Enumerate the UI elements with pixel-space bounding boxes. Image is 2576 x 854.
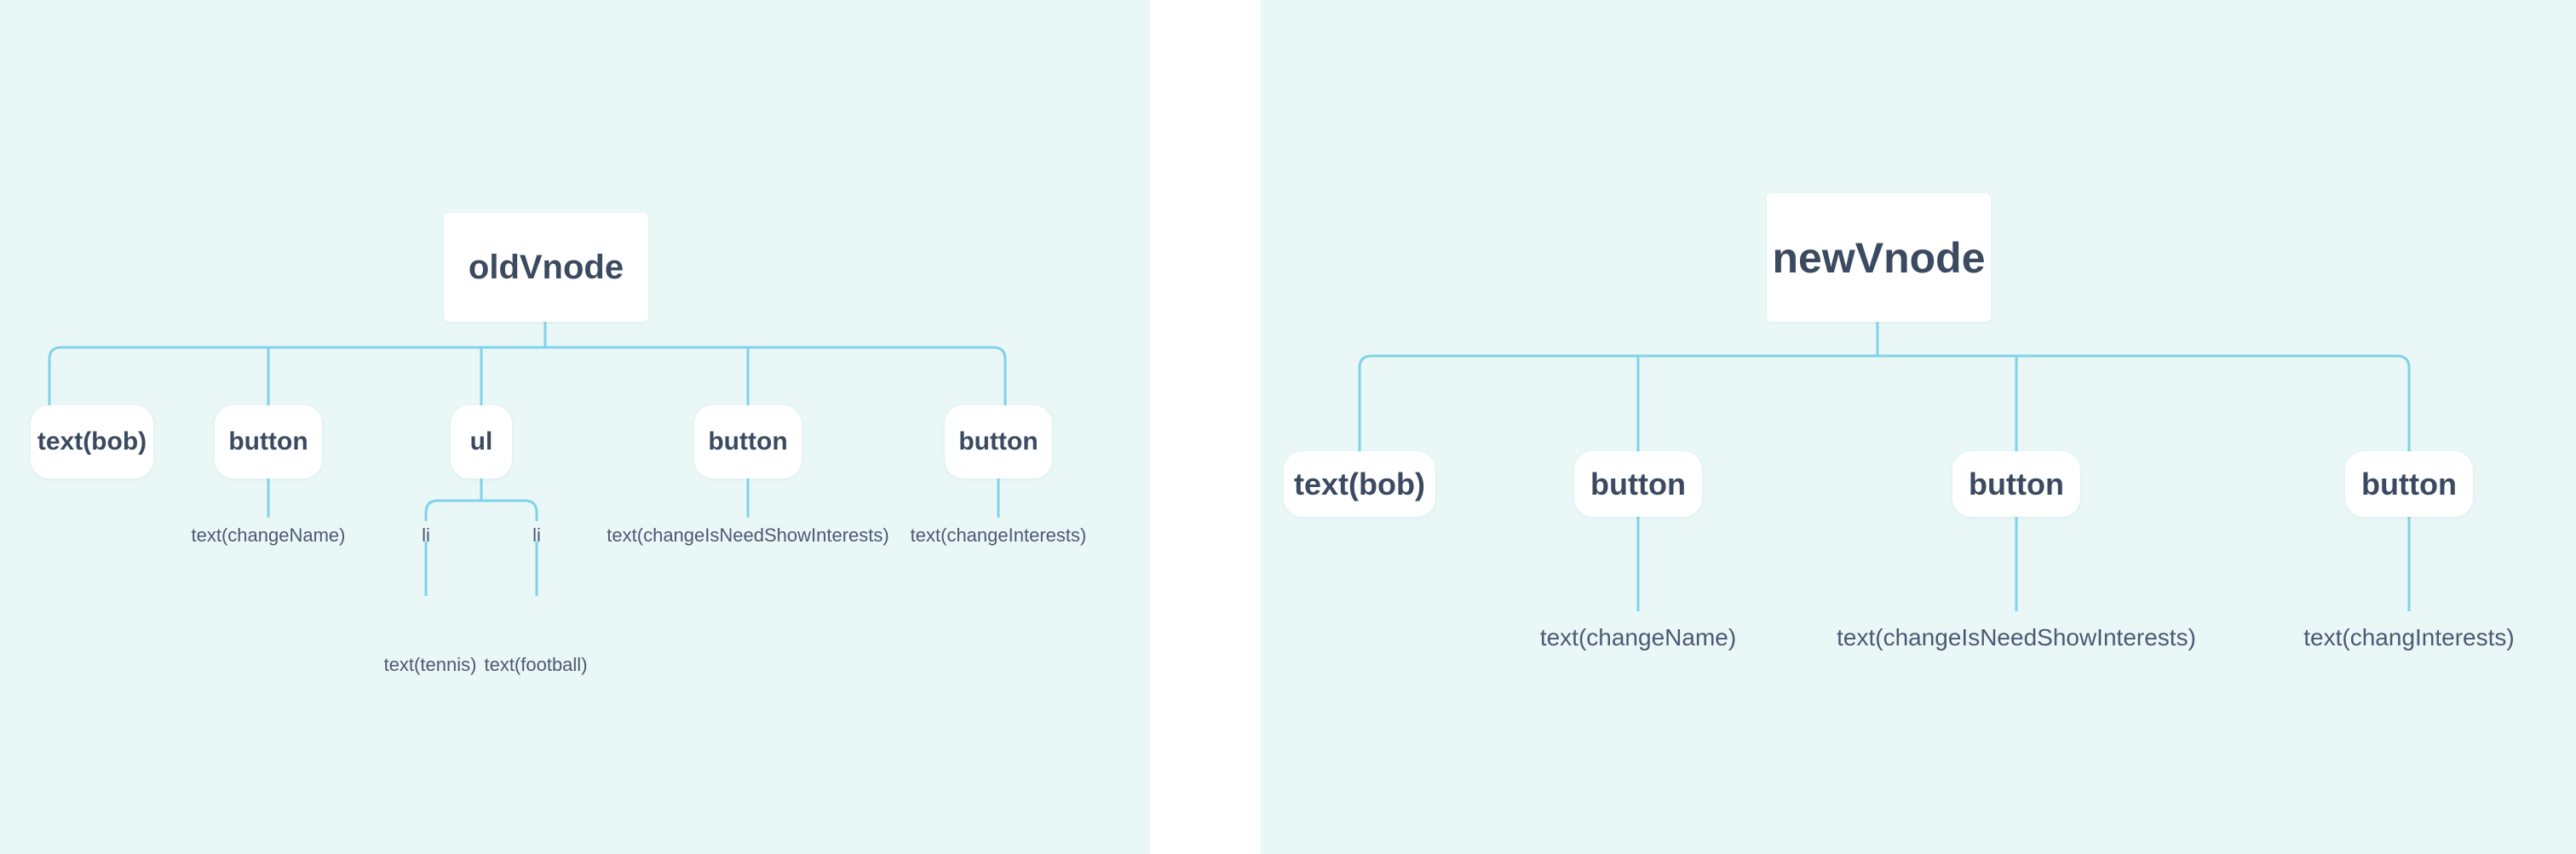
node-old-button-change-is-need-show-interests[interactable]: button (694, 405, 802, 479)
label-old-text-change-name: text(changeName) (192, 524, 346, 547)
label-new-text-change-name: text(changeName) (1540, 624, 1736, 651)
label-text: text(changeName) (1539, 624, 1737, 651)
node-label: oldVnode (468, 248, 624, 286)
node-old-ul[interactable]: ul (451, 405, 512, 479)
node-label: button (708, 427, 788, 456)
node-old-text-bob[interactable]: text(bob) (31, 405, 153, 479)
old-vnode-panel: oldVnode text(bob) button ul button butt… (0, 0, 1150, 854)
label-new-text-chang-interests: text(changInterests) (2303, 624, 2514, 651)
label-old-text-football: text(football) (484, 654, 587, 676)
label-old-li-left: li (422, 524, 430, 547)
label-text: text(tennis) (383, 654, 477, 675)
label-old-text-tennis: text(tennis) (384, 654, 477, 676)
node-label: newVnode (1772, 233, 1986, 282)
label-text: text(football) (484, 654, 588, 675)
node-label: text(bob) (37, 427, 147, 456)
label-old-text-change-interests: text(changeInterests) (911, 524, 1087, 547)
node-label: button (1969, 466, 2064, 502)
label-text: text(changeIsNeedShowInterests) (607, 524, 889, 546)
node-old-button-change-name[interactable]: button (215, 405, 322, 479)
node-label: text(bob) (1294, 466, 1425, 502)
node-old-vnode-root[interactable]: oldVnode (444, 213, 648, 322)
node-new-button-change-name[interactable]: button (1574, 451, 1702, 517)
label-old-li-right: li (532, 524, 541, 547)
new-vnode-edges (1358, 322, 2411, 611)
node-new-button-chang-interests[interactable]: button (2345, 451, 2473, 517)
node-new-vnode-root[interactable]: newVnode (1767, 193, 1991, 322)
node-label: ul (469, 427, 493, 456)
label-text: text(changeInterests) (910, 524, 1087, 546)
node-label: button (1590, 466, 1686, 502)
node-label: button (958, 427, 1038, 456)
label-text: text(changeIsNeedShowInterests) (1837, 624, 2196, 651)
node-label: button (2361, 466, 2457, 502)
node-old-button-change-interests[interactable]: button (945, 405, 1052, 479)
label-old-text-change-is-need-show-interests: text(changeIsNeedShowInterests) (607, 524, 888, 547)
node-new-text-bob[interactable]: text(bob) (1284, 451, 1435, 517)
new-vnode-panel: newVnode text(bob) button button button … (1261, 0, 2576, 854)
label-text: text(changeName) (191, 524, 346, 546)
label-text: text(changInterests) (2303, 624, 2515, 651)
node-new-button-change-is-need-show-interests[interactable]: button (1952, 451, 2080, 517)
label-text: li (532, 524, 541, 546)
label-text: li (422, 524, 430, 546)
label-new-text-change-is-need-show-interests: text(changeIsNeedShowInterests) (1837, 624, 2196, 651)
node-label: button (228, 427, 308, 456)
